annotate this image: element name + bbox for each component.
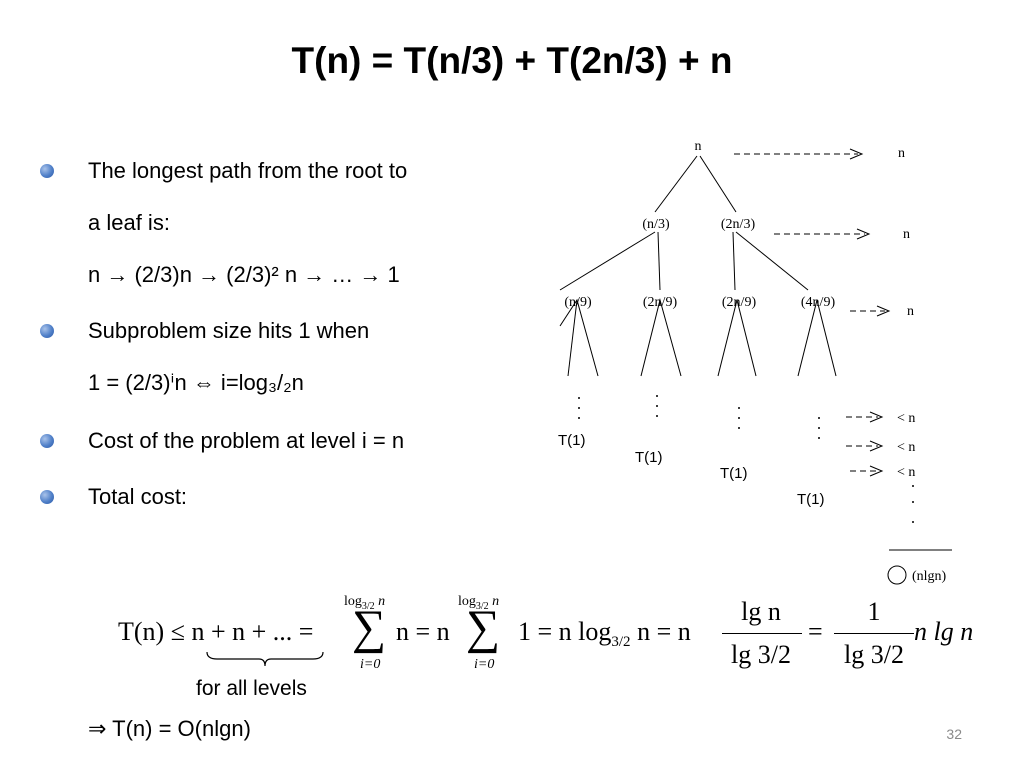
tree-node-label: (n/3) <box>642 217 670 232</box>
bullet-4-line-1: Total cost: <box>88 484 188 509</box>
sum-upper-limit: log3/2 n <box>458 594 500 612</box>
level-cost: n <box>898 146 905 161</box>
tree-node-label: (2n/9) <box>722 295 757 310</box>
bullet-2-line-1: Subproblem size hits 1 when <box>88 318 370 343</box>
level-cost: n <box>903 227 910 242</box>
brace-label: for all levels <box>196 677 307 700</box>
tree-root-label: n <box>695 139 702 154</box>
sigma-icon: ∑ <box>466 601 501 654</box>
tree-node-label: (4n/9) <box>801 295 836 310</box>
level-cost: < n <box>897 465 915 480</box>
bullet-icon <box>40 490 54 504</box>
tree-node-label: (2n/9) <box>643 295 678 310</box>
fraction-denominator: lg 3/2 <box>731 640 791 669</box>
level-cost: n <box>907 304 914 319</box>
sum-upper-limit: log3/2 n <box>344 594 386 612</box>
tree-leaf-label: T(1) <box>720 465 748 482</box>
equation-term: n = n <box>396 617 450 646</box>
slide-title: T(n) = T(n/3) + T(2n/3) + n <box>291 40 733 81</box>
bullet-icon <box>40 434 54 448</box>
level-cost: < n <box>897 411 915 426</box>
page-number: 32 <box>946 726 962 742</box>
bullet-1-line-1: The longest path from the root to <box>88 158 408 183</box>
circle-icon <box>887 565 907 585</box>
sum-lower-limit: i=0 <box>474 657 495 672</box>
tree-node-label: (n/9) <box>564 295 592 310</box>
level-cost: < n <box>897 440 915 455</box>
fraction-numerator: lg n <box>741 597 781 626</box>
bullet-icon <box>40 164 54 178</box>
bullet-1-line-3: n → (2/3)n → (2/3)² n → … → 1 <box>88 262 400 287</box>
recursion-tree-diagram: n (n/3) (2n/3) (n/9) (2n/9) (2n/9) (4n/9… <box>559 139 952 585</box>
fraction-bar <box>834 633 914 634</box>
bullet-3-line-1: Cost of the problem at level i = n <box>88 428 405 453</box>
sum-lower-limit: i=0 <box>360 657 381 672</box>
bullet-1-line-2: a leaf is: <box>88 210 170 235</box>
equals-sign: = <box>808 617 823 646</box>
conclusion: ⇒ T(n) = O(nlgn) <box>88 716 251 741</box>
tree-leaf-label: T(1) <box>558 432 586 449</box>
fraction-numerator: 1 <box>867 597 881 626</box>
fraction-denominator: lg 3/2 <box>844 640 904 669</box>
tree-total-label: (nlgn) <box>912 569 947 584</box>
tree-leaf-label: T(1) <box>635 449 663 466</box>
bullet-icon <box>40 324 54 338</box>
underbrace <box>206 651 324 667</box>
fraction-bar <box>722 633 802 634</box>
equation-lhs: T(n) ≤ n + n + ... = <box>118 617 314 646</box>
tree-leaf-label: T(1) <box>797 491 825 508</box>
equation-tail: n lg n <box>914 617 974 646</box>
sigma-icon: ∑ <box>352 601 387 654</box>
equation-term: 1 = n log3/2 n = n <box>518 617 691 651</box>
bullet-2-line-2: 1 = (2/3)ⁱn ⇔ i=log₃/₂n <box>88 370 304 395</box>
tree-node-label: (2n/3) <box>721 217 756 232</box>
